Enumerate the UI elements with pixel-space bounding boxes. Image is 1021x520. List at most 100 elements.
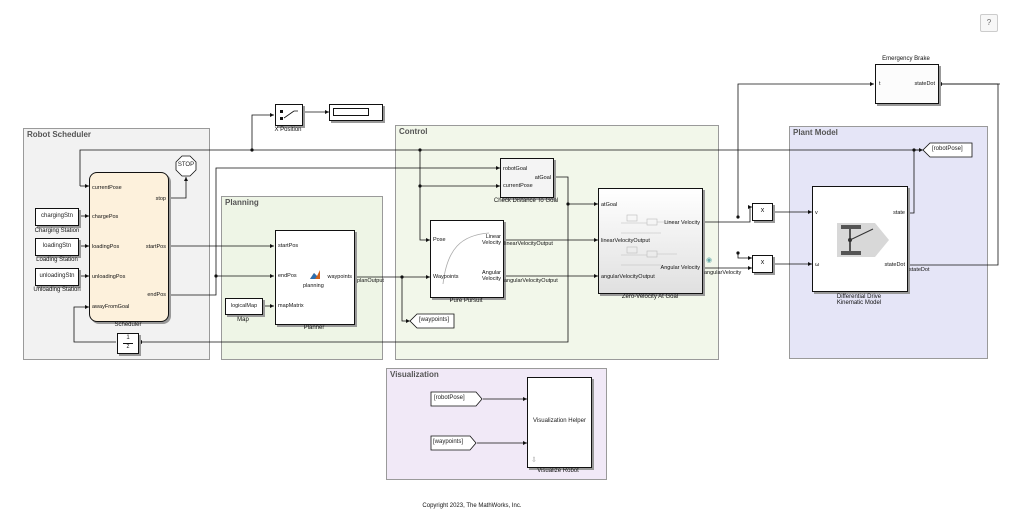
unit-delay-top: 1 bbox=[126, 335, 130, 341]
stop-label: STOP bbox=[177, 162, 195, 168]
multiply-bottom-block[interactable]: x bbox=[752, 255, 773, 273]
goto-tag-shape bbox=[922, 142, 973, 158]
from-tag-shape bbox=[430, 435, 477, 451]
download-icon: ⇩ bbox=[531, 457, 537, 464]
scheduler-block[interactable]: currentPose chargePos loadingPos unloadi… bbox=[89, 172, 169, 322]
help-button[interactable]: ? bbox=[980, 14, 998, 32]
linear-velocity-output-label: linearVelocityOutput bbox=[504, 241, 553, 247]
scheduler-in-away-from-goal: awayFromGoal bbox=[92, 304, 130, 310]
angular-velocity-output-label: angularVelocityOutput bbox=[504, 278, 558, 284]
diff-drive-caption: Differential Drive Kinematic Model bbox=[836, 294, 882, 306]
scheduler-caption: Scheduler bbox=[114, 322, 142, 328]
x-position-display-block[interactable] bbox=[329, 104, 383, 121]
goto-robot-pose-label: [robotPose] bbox=[932, 146, 963, 152]
zero-velocity-block[interactable]: atGoal linearVelocityOutput angularVeloc… bbox=[598, 188, 703, 294]
visualization-helper-block[interactable]: Visualization Helper ⇩ bbox=[527, 377, 592, 468]
zero-velocity-internal-icon bbox=[621, 214, 677, 266]
pure-pursuit-curve-icon bbox=[442, 232, 490, 285]
goto-robot-pose-block[interactable]: [robotPose] bbox=[922, 142, 973, 158]
visualization-helper-label: Visualization Helper bbox=[533, 418, 586, 424]
goto-waypoints-block[interactable]: [waypoints] bbox=[409, 313, 455, 329]
diff-drive-out-state-dot: stateDot bbox=[884, 262, 905, 268]
unit-delay-block[interactable]: 1 z bbox=[117, 333, 139, 354]
from-robot-pose-block[interactable]: [robotPose] bbox=[430, 391, 483, 407]
emergency-brake-out-port: stateDot bbox=[914, 81, 935, 87]
scheduler-out-start-pos: startPos bbox=[145, 244, 166, 250]
selector-icon bbox=[280, 110, 298, 120]
area-title-robot-scheduler: Robot Scheduler bbox=[27, 130, 92, 139]
planner-in-end-pos: endPos bbox=[278, 273, 297, 279]
scheduler-out-stop: stop bbox=[155, 196, 166, 202]
pure-pursuit-out-angular: Angular Velocity bbox=[482, 270, 501, 282]
map-label: logicalMap bbox=[230, 303, 258, 309]
check-goal-in-robot-goal: robotGoal bbox=[503, 166, 528, 172]
loading-station-label: loadingStn bbox=[42, 243, 72, 249]
from-robot-pose-label: [robotPose] bbox=[434, 395, 465, 401]
matlab-function-icon bbox=[310, 270, 320, 279]
multiply-top-label: x bbox=[760, 207, 765, 214]
visualization-helper-caption: Visualize Robot bbox=[537, 468, 579, 474]
planner-in-map-matrix: mapMatrix bbox=[278, 303, 304, 309]
zero-velocity-out-angular: Angular Velocity bbox=[660, 265, 700, 271]
pure-pursuit-out-linear: Linear Velocity bbox=[482, 234, 501, 246]
display-screen bbox=[333, 108, 369, 116]
unloading-station-label: unloadingStn bbox=[39, 273, 75, 279]
unloading-station-block[interactable]: unloadingStn bbox=[35, 268, 79, 286]
charging-station-block[interactable]: chargingStn bbox=[35, 208, 79, 226]
loading-station-caption: Loading Station bbox=[36, 257, 78, 263]
check-goal-caption: Check Distance To Goal bbox=[493, 198, 559, 204]
loading-station-block[interactable]: loadingStn bbox=[35, 238, 79, 256]
zero-velocity-in-linear: linearVelocityOutput bbox=[601, 238, 650, 244]
from-waypoints-block[interactable]: [waypoints] bbox=[430, 435, 477, 451]
diff-drive-in-omega: ω bbox=[815, 262, 820, 268]
scheduler-in-loading-pos: loadingPos bbox=[92, 244, 120, 250]
unloading-station-caption: Unloading Station bbox=[33, 287, 81, 293]
planner-out-waypoints: waypoints bbox=[327, 274, 352, 280]
zero-velocity-out-linear: Linear Velocity bbox=[664, 220, 700, 226]
check-goal-out-at-goal: atGoal bbox=[534, 175, 551, 181]
area-title-control: Control bbox=[399, 127, 428, 136]
pure-pursuit-caption: Pure Pursuit bbox=[449, 298, 483, 304]
zero-velocity-caption: Zero-Velocity At Goal bbox=[621, 294, 679, 300]
map-block[interactable]: logicalMap bbox=[225, 298, 263, 315]
scheduler-in-unloading-pos: unloadingPos bbox=[92, 274, 126, 280]
area-title-visualization: Visualization bbox=[390, 370, 439, 379]
planner-caption: Planner bbox=[303, 325, 325, 331]
pure-pursuit-in-waypoints: Waypoints bbox=[433, 274, 459, 280]
planner-block[interactable]: startPos endPos mapMatrix waypoints plan… bbox=[275, 230, 355, 325]
pure-pursuit-block[interactable]: Pose Waypoints Linear Velocity Angular V… bbox=[430, 220, 504, 298]
planner-in-start-pos: startPos bbox=[278, 243, 299, 249]
area-title-plant-model: Plant Model bbox=[793, 128, 838, 137]
stop-sign-icon bbox=[175, 155, 197, 177]
from-tag-shape bbox=[430, 391, 483, 407]
x-position-selector-block[interactable] bbox=[275, 104, 303, 126]
pure-pursuit-in-pose: Pose bbox=[433, 237, 446, 243]
charging-station-label: chargingStn bbox=[40, 213, 74, 219]
stop-block[interactable]: STOP bbox=[175, 155, 197, 177]
emergency-brake-in-port: t bbox=[879, 81, 881, 87]
goto-tag-shape bbox=[409, 313, 455, 329]
copyright-text: Copyright 2023, The MathWorks, Inc. bbox=[422, 503, 522, 509]
from-waypoints-label: [waypoints] bbox=[433, 439, 464, 445]
charging-station-caption: Charging Station bbox=[34, 228, 80, 234]
check-goal-block[interactable]: robotGoal currentPose atGoal bbox=[500, 158, 554, 198]
diff-drive-out-state: state bbox=[893, 210, 905, 216]
scheduler-out-end-pos: endPos bbox=[147, 292, 166, 298]
scheduler-in-charge-pos: chargePos bbox=[92, 214, 119, 220]
planner-center-label: planning bbox=[303, 283, 324, 289]
robot-chassis-icon bbox=[837, 223, 889, 257]
diff-drive-block[interactable]: v ω state stateDot bbox=[812, 186, 908, 292]
wireless-signal-icon: ◉ bbox=[706, 257, 713, 264]
unit-delay-divider bbox=[123, 343, 133, 344]
multiply-bottom-label: x bbox=[760, 259, 765, 266]
angular-velocity-signal-label: angularVelocity bbox=[704, 270, 742, 276]
goto-waypoints-label: [waypoints] bbox=[419, 317, 450, 323]
zero-velocity-in-angular: angularVelocityOutput bbox=[601, 274, 655, 280]
map-caption: Map bbox=[237, 317, 249, 323]
emergency-brake-caption: Emergency Brake bbox=[882, 56, 930, 62]
multiply-top-block[interactable]: x bbox=[752, 203, 773, 221]
emergency-brake-block[interactable]: t stateDot bbox=[875, 64, 939, 104]
plan-output-signal-label: planOutput bbox=[357, 278, 384, 284]
zero-velocity-in-at-goal: atGoal bbox=[601, 202, 618, 208]
